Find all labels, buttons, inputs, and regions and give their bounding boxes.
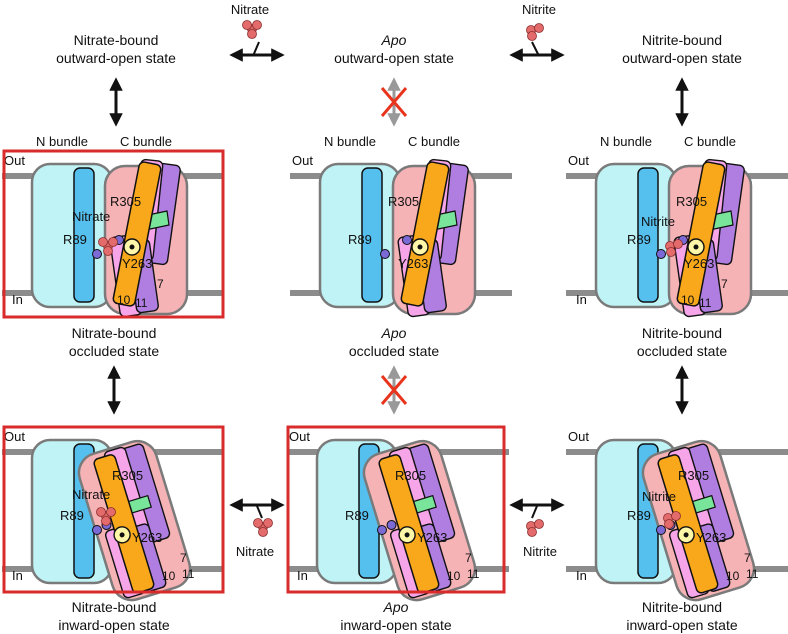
caption-mid-mid: Apo occluded state [349,325,439,359]
svg-text:R305: R305 [112,468,143,483]
svg-text:11: 11 [746,567,759,581]
svg-text:Y263: Y263 [122,256,152,271]
svg-text:11: 11 [182,567,195,581]
svg-text:R89: R89 [627,232,651,247]
svg-text:outward-open state: outward-open state [56,50,176,66]
svg-text:Out: Out [4,429,25,444]
ligand-label-nitrite-top: Nitrite [522,2,556,17]
svg-text:occluded state: occluded state [69,343,159,359]
svg-text:10: 10 [681,293,695,307]
caption-top-mid: Apo outward-open state [334,32,454,66]
svg-text:outward-open state: outward-open state [622,50,742,66]
svg-text:7: 7 [180,551,187,565]
caption-top-right: Nitrite-bound outward-open state [622,32,742,66]
svg-text:C bundle: C bundle [684,134,736,149]
svg-text:Y263: Y263 [417,530,447,545]
ligand-label-nitrite-bottom: Nitrite [523,544,557,559]
svg-text:In: In [12,292,23,307]
svg-text:R305: R305 [388,194,419,209]
ligand-label-nitrate-top: Nitrate [231,2,269,17]
svg-text:Apo: Apo [383,599,409,615]
svg-text:In: In [297,568,308,583]
svg-text:Nitrite-bound: Nitrite-bound [642,599,722,615]
svg-text:Nitrite: Nitrite [641,214,675,229]
svg-text:Nitrate-bound: Nitrate-bound [72,599,157,615]
svg-text:Out: Out [568,153,589,168]
svg-text:C bundle: C bundle [120,134,172,149]
svg-text:R89: R89 [627,508,651,523]
svg-text:In: In [576,568,587,583]
svg-text:10: 10 [117,293,131,307]
panel-nitrate-inward: Out In R89 Nitrate R305 Y263 7 10 11 [2,429,224,607]
svg-text:7: 7 [744,551,751,565]
svg-text:N bundle: N bundle [324,134,376,149]
ligand-label-nitrate-bottom: Nitrate [236,544,274,559]
svg-text:C bundle: C bundle [408,134,460,149]
svg-text:N bundle: N bundle [600,134,652,149]
svg-text:R305: R305 [678,468,709,483]
svg-text:Nitrite: Nitrite [642,489,676,504]
caption-mid-right: Nitrite-bound occluded state [637,325,727,359]
svg-text:inward-open state: inward-open state [58,617,170,633]
svg-text:7: 7 [157,277,164,291]
svg-text:R305: R305 [676,194,707,209]
svg-text:10: 10 [162,569,176,583]
svg-text:R305: R305 [110,194,141,209]
nitrite-icon [526,519,544,537]
panel-nitrite-inward: Out In R89 Nitrite R305 Y263 7 10 11 [566,429,788,607]
svg-text:10: 10 [447,569,461,583]
svg-text:R89: R89 [348,232,372,247]
svg-text:Y263: Y263 [684,256,714,271]
svg-text:Nitrate-bound: Nitrate-bound [74,32,159,48]
panel-nitrite-occluded: Out In N bundle C bundle R89 Nitrite R30… [566,134,788,319]
nitrate-icon [242,20,262,39]
svg-text:11: 11 [699,296,712,310]
panel-apo-occluded: Out N bundle C bundle R89 R305 Y263 [290,134,512,319]
svg-text:R89: R89 [63,232,87,247]
highlight-frame-nitrate-inward [2,425,225,594]
svg-text:7: 7 [465,551,472,565]
svg-text:Apo: Apo [381,32,407,48]
svg-text:11: 11 [467,567,480,581]
svg-text:inward-open state: inward-open state [626,617,738,633]
highlight-frame-apo-inward [286,425,506,594]
svg-text:Out: Out [568,429,589,444]
svg-text:Y263: Y263 [398,256,428,271]
nitrate-icon [253,518,273,537]
caption-top-left: Nitrate-bound outward-open state [56,32,176,66]
caption-mid-left: Nitrate-bound occluded state [69,325,159,359]
svg-text:10: 10 [726,569,740,583]
svg-text:7: 7 [721,277,728,291]
svg-text:Nitrate: Nitrate [72,209,110,224]
svg-text:Nitrite-bound: Nitrite-bound [642,32,722,48]
svg-text:occluded state: occluded state [637,343,727,359]
svg-text:Nitrate-bound: Nitrate-bound [72,325,157,341]
panel-nitrate-occluded: Out In N bundle C bundle R89 Nitrate R30… [2,134,224,319]
svg-text:Out: Out [292,153,313,168]
svg-text:N bundle: N bundle [36,134,88,149]
nitrite-icon [526,23,544,41]
svg-text:R305: R305 [395,468,426,483]
svg-text:In: In [12,568,23,583]
svg-text:outward-open state: outward-open state [334,50,454,66]
caption-bot-left: Nitrate-bound inward-open state [58,599,170,633]
svg-text:Y263: Y263 [696,530,726,545]
svg-text:Out: Out [4,153,25,168]
svg-text:In: In [576,292,587,307]
svg-text:11: 11 [135,296,148,310]
svg-text:R89: R89 [60,508,84,523]
panel-apo-inward: Out In R89 R305 Y263 7 10 11 [287,429,509,607]
svg-text:Y263: Y263 [132,530,162,545]
caption-bot-mid: Apo inward-open state [340,599,452,633]
svg-text:Out: Out [289,429,310,444]
svg-text:Nitrate: Nitrate [72,487,110,502]
caption-bot-right: Nitrite-bound inward-open state [626,599,738,633]
svg-text:Apo: Apo [381,325,407,341]
svg-text:Nitrite-bound: Nitrite-bound [642,325,722,341]
svg-text:occluded state: occluded state [349,343,439,359]
svg-text:R89: R89 [345,508,369,523]
svg-text:inward-open state: inward-open state [340,617,452,633]
highlight-frame-nitrate-occluded [2,149,225,319]
